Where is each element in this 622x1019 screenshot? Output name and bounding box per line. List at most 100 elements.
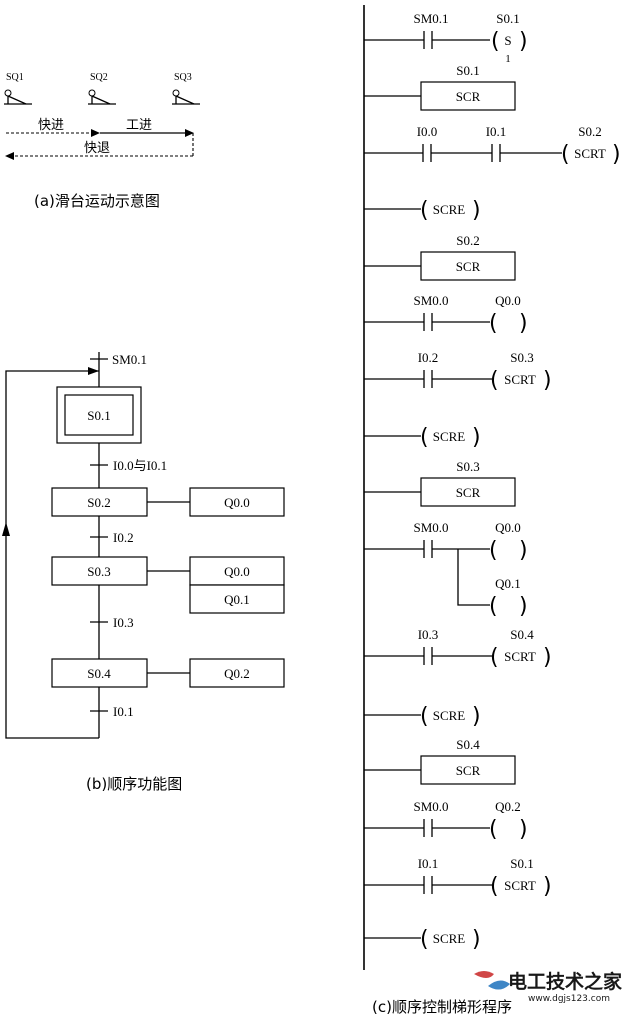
- fast-forward-arrow-icon: [91, 129, 100, 137]
- rung-11: I0.3 S0.4 ( SCRT ): [364, 627, 552, 670]
- rung-4-coil-right-paren: ): [472, 198, 481, 223]
- rung-3: I0.0 I0.1 S0.2 ( SCRT ): [364, 124, 621, 167]
- scr-s02-box: [420, 251, 516, 281]
- rung-7-contact-label: I0.2: [418, 350, 439, 365]
- panel-a-motion-diagram: SQ1 SQ2 SQ3 快进 工进: [4, 72, 200, 210]
- rung-15-coil-left-paren: (: [490, 874, 499, 899]
- rung-10-coil-2-right-paren: ): [519, 594, 528, 619]
- rung-14-coil-left-paren: (: [489, 817, 498, 842]
- scr-s01-label: SCR: [456, 89, 481, 104]
- panel-c-caption: (c)顺序控制梯形程序: [372, 998, 512, 1016]
- scr-s04-address: S0.4: [456, 737, 480, 752]
- panel-a-caption: (a)滑台运动示意图: [34, 192, 160, 210]
- action-s03-q00-label: Q0.0: [224, 564, 250, 579]
- action-s03-q00-box: [189, 556, 285, 586]
- rung-16: ( SCRE ): [364, 927, 481, 952]
- rung-7: I0.2 S0.3 ( SCRT ): [364, 350, 552, 393]
- rung-16-coil-left-paren: (: [420, 927, 429, 952]
- fast-return-arrow-icon: [5, 152, 14, 160]
- work-feed-label: 工进: [126, 118, 152, 133]
- rung-15-contact-label: I0.1: [418, 856, 439, 871]
- rung-8: ( SCRE ): [364, 425, 481, 450]
- rung-1-coil-label: S: [504, 33, 511, 48]
- panel-b-sequential-function-chart: SM0.1 S0.1 I0.0与I0.1 S0.2 Q0.0 I0.2 S0.3…: [2, 352, 285, 793]
- rung-1-coil-right-paren: ): [519, 29, 528, 54]
- rung-10-coil-1-right-paren: ): [519, 538, 528, 563]
- rung-7-coil-address: S0.3: [510, 350, 533, 365]
- rung-9: S0.3 SCR: [364, 459, 516, 507]
- rung-11-coil-left-paren: (: [490, 645, 499, 670]
- scr-s01-address: S0.1: [456, 63, 479, 78]
- rung-15-coil-right-paren: ): [543, 874, 552, 899]
- step-s04-label: S0.4: [87, 666, 111, 681]
- step-s03-box: [51, 556, 148, 586]
- sq2-label: SQ2: [90, 72, 108, 83]
- action-s04-q02-label: Q0.2: [224, 666, 250, 681]
- action-s03-q01-box: [189, 584, 285, 614]
- action-s02-q00-label: Q0.0: [224, 495, 250, 510]
- rung-11-contact-label: I0.3: [418, 627, 439, 642]
- rung-10-contact-label: SM0.0: [413, 520, 448, 535]
- rung-3-contact-2-label: I0.1: [486, 124, 507, 139]
- rung-12: ( SCRE ): [364, 704, 481, 729]
- return-loop-up-arrow-icon: [2, 522, 10, 536]
- rung-8-coil-left-paren: (: [420, 425, 429, 450]
- scr-s03-label: SCR: [456, 485, 481, 500]
- rung-16-scre-label: SCRE: [433, 931, 466, 946]
- rung-12-coil-right-paren: ): [472, 704, 481, 729]
- rung-1-coil-left-paren: (: [491, 29, 500, 54]
- fast-forward-label: 快进: [38, 118, 64, 133]
- rung-11-coil-right-paren: ): [543, 645, 552, 670]
- watermark-url: www.dgjs123.com: [528, 994, 610, 1004]
- rung-6: SM0.0 Q0.0 ( ): [364, 293, 528, 336]
- scr-s04-label: SCR: [456, 763, 481, 778]
- action-s03-q01-label: Q0.1: [224, 592, 250, 607]
- rung-4-coil-left-paren: (: [420, 198, 429, 223]
- rung-6-contact-label: SM0.0: [413, 293, 448, 308]
- transition-2-label: I0.2: [113, 530, 134, 545]
- sq1-limit-switch-icon: [4, 89, 32, 105]
- step-s04-box: [51, 658, 148, 688]
- rung-13: S0.4 SCR: [364, 737, 516, 785]
- rung-2: S0.1 SCR: [364, 63, 516, 111]
- step-s03-label: S0.3: [87, 564, 110, 579]
- sq2-limit-switch-icon: [88, 89, 116, 105]
- sq1-label: SQ1: [6, 72, 24, 83]
- transition-1-label: I0.0与I0.1: [113, 458, 167, 473]
- rung-3-contact-1-label: I0.0: [417, 124, 438, 139]
- rung-14-contact-label: SM0.0: [413, 799, 448, 814]
- rung-1-coil-address: S0.1: [496, 11, 519, 26]
- scr-s02-label: SCR: [456, 259, 481, 274]
- rung-3-coil-label: SCRT: [574, 146, 606, 161]
- watermark-title: 电工技术之家: [508, 970, 622, 993]
- rung-3-coil-address: S0.2: [578, 124, 601, 139]
- scr-s04-box: [420, 755, 516, 785]
- rung-10-coil-2-left-paren: (: [489, 594, 498, 619]
- site-watermark: 电工技术之家 www.dgjs123.com: [474, 970, 622, 1004]
- sfc-return-loop: [5, 370, 99, 739]
- rung-16-coil-right-paren: ): [472, 927, 481, 952]
- rung-11-coil-address: S0.4: [510, 627, 534, 642]
- rung-10-parallel-branch: [457, 549, 490, 606]
- action-s04-q02-box: [189, 658, 285, 688]
- watermark-logo-icon: [474, 971, 510, 990]
- step-s01-label: S0.1: [87, 408, 110, 423]
- rung-12-coil-left-paren: (: [420, 704, 429, 729]
- scr-s02-address: S0.2: [456, 233, 479, 248]
- rung-6-coil-address: Q0.0: [495, 293, 521, 308]
- transition-3-label: I0.3: [113, 615, 134, 630]
- rung-6-coil-left-paren: (: [489, 311, 498, 336]
- rung-4-scre-label: SCRE: [433, 202, 466, 217]
- fast-return-label: 快退: [84, 141, 110, 156]
- rung-10: SM0.0 Q0.0 ( ) Q0.1 ( ): [364, 520, 528, 619]
- step-s02-label: S0.2: [87, 495, 110, 510]
- rung-1: SM0.1 S0.1 ( S ) 1: [364, 11, 528, 65]
- sq3-label: SQ3: [174, 72, 192, 83]
- rung-5: S0.2 SCR: [364, 233, 516, 281]
- rung-6-coil-right-paren: ): [519, 311, 528, 336]
- rung-7-coil-left-paren: (: [490, 368, 499, 393]
- scr-s03-box: [420, 477, 516, 507]
- rung-12-scre-label: SCRE: [433, 708, 466, 723]
- rung-8-scre-label: SCRE: [433, 429, 466, 444]
